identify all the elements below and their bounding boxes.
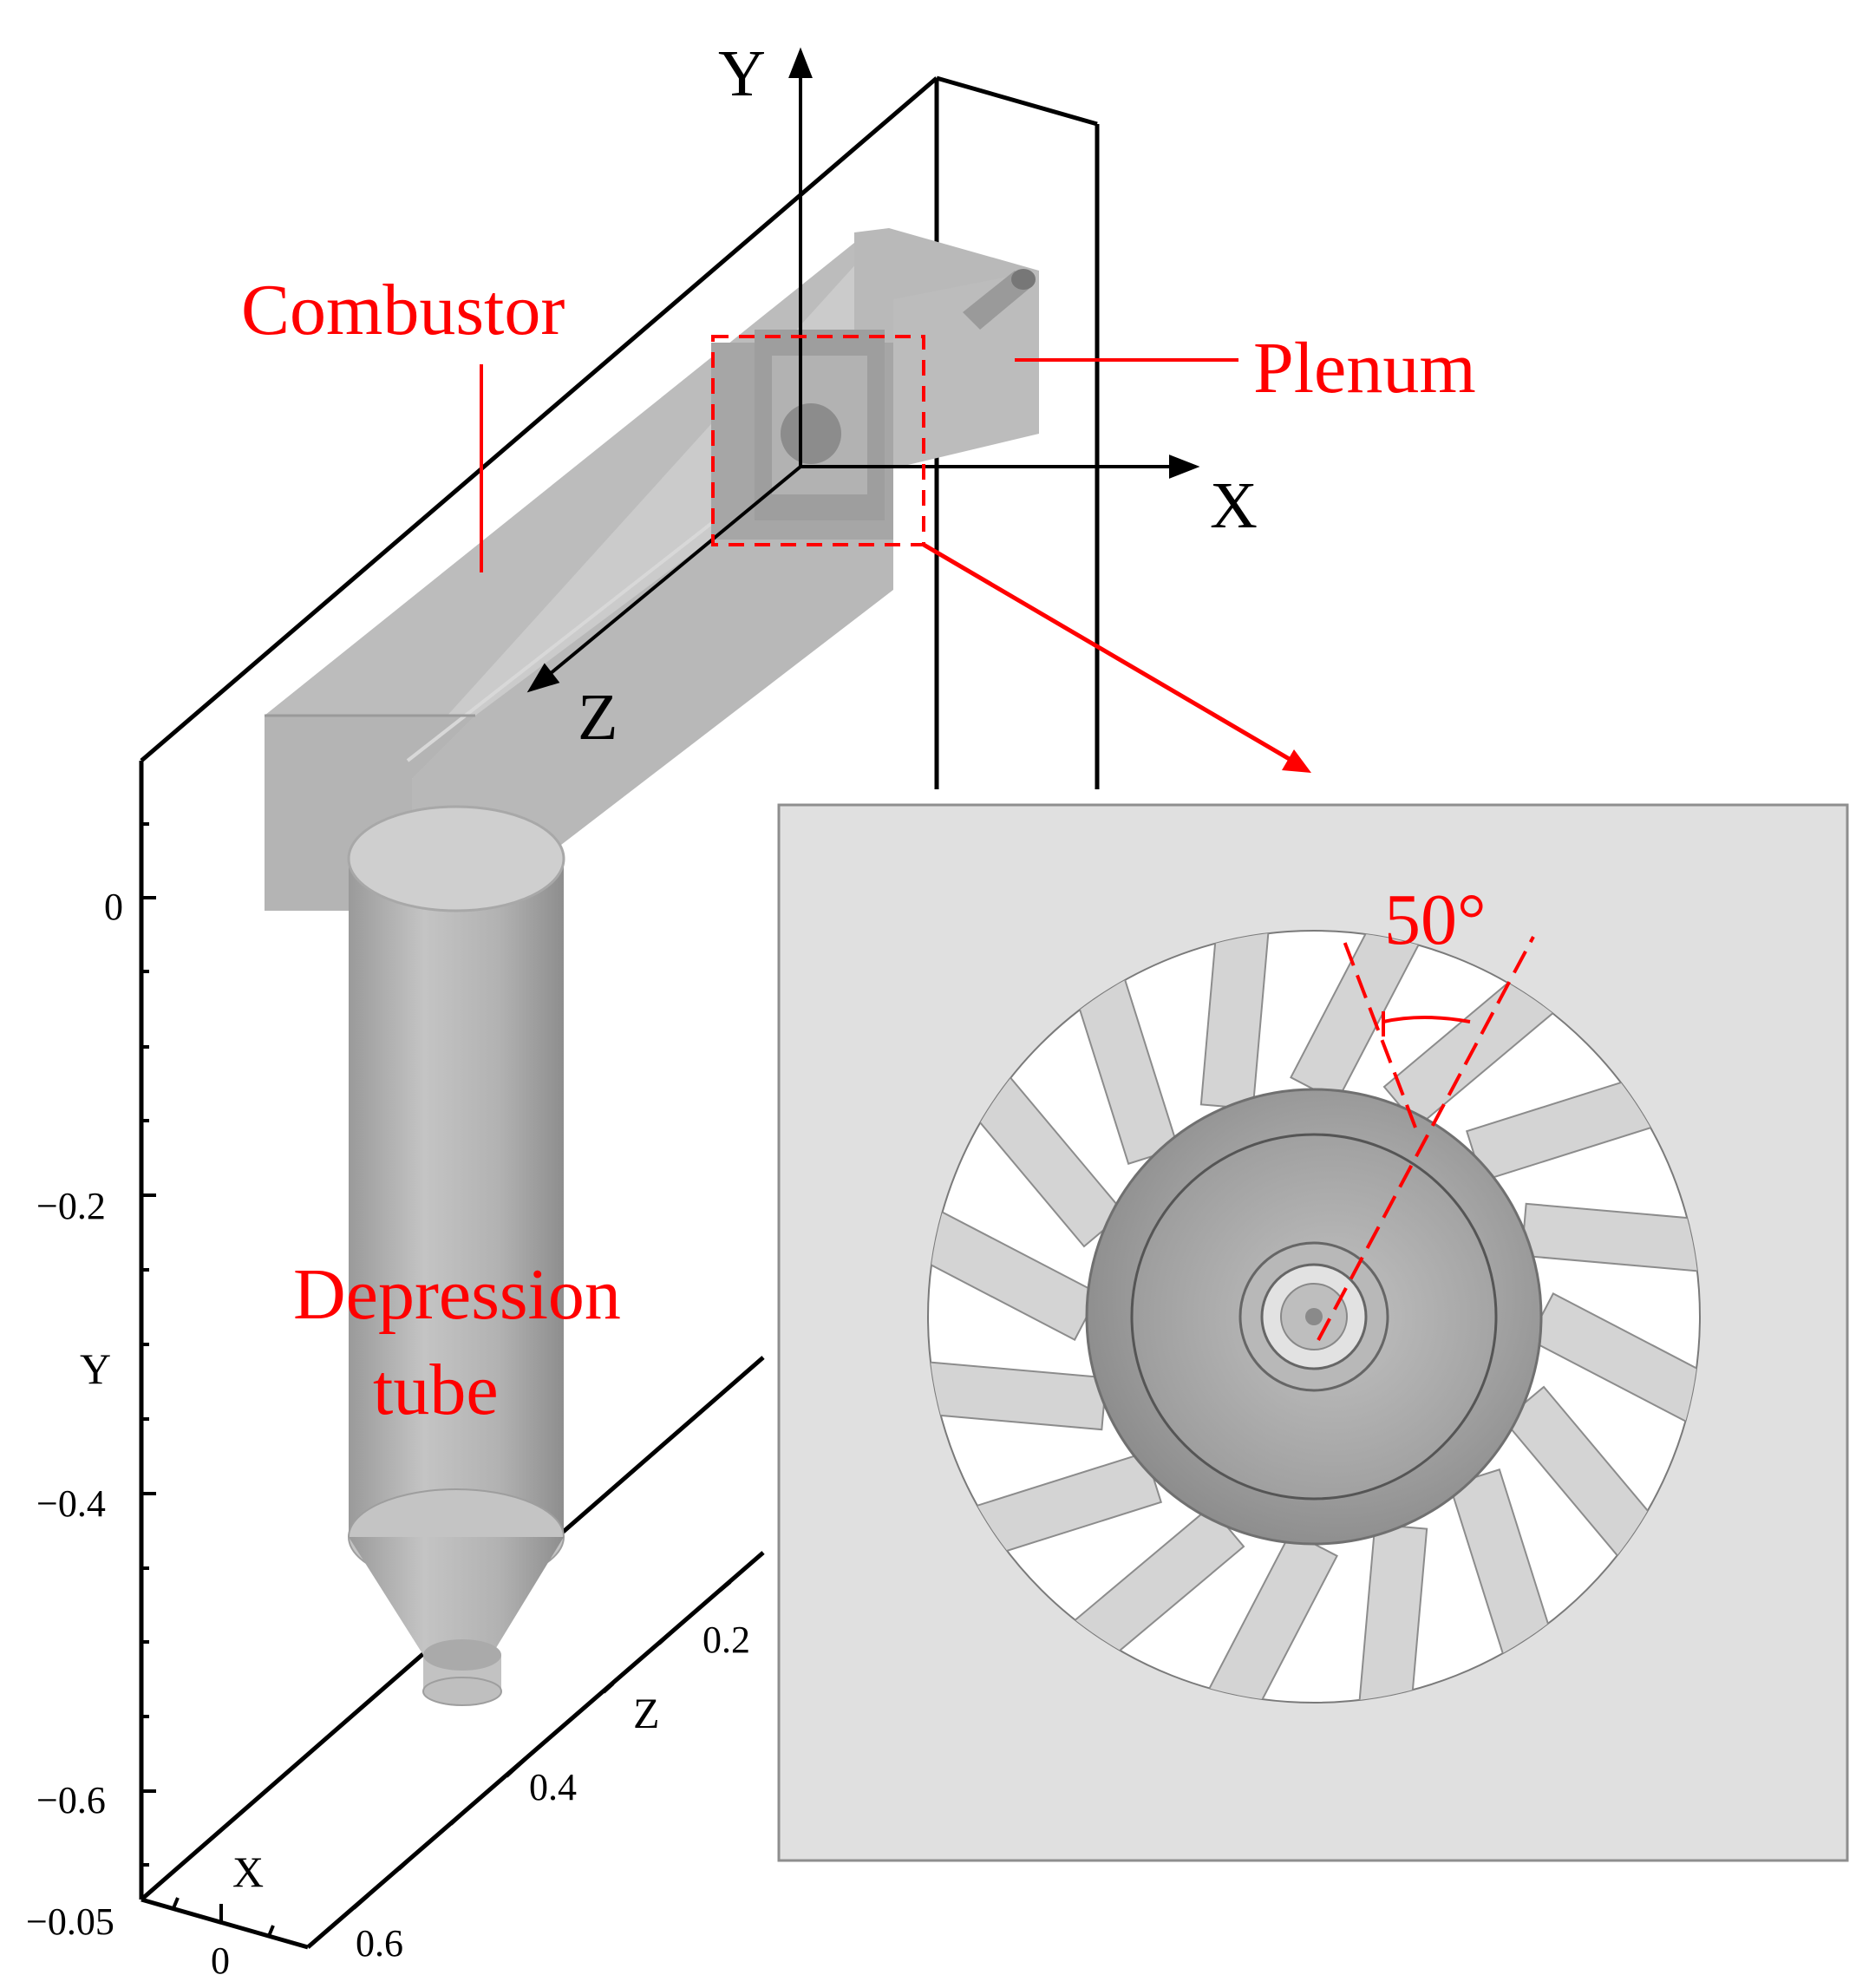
y-axis-title: Y xyxy=(80,1344,111,1393)
swirler-vane xyxy=(1290,931,1452,1103)
coord-label-x: X xyxy=(1210,469,1258,542)
zoom-arrow-line xyxy=(922,542,1298,766)
zoom-region xyxy=(711,335,925,546)
plenum-label: Plenum xyxy=(1253,328,1476,409)
combustor-front-face xyxy=(265,716,475,911)
swirler-vane xyxy=(1199,931,1276,1110)
zoom-arrow-head xyxy=(1282,749,1311,773)
swirler-vane xyxy=(1352,1523,1428,1703)
depression-tube-label-line2: tube xyxy=(373,1350,499,1430)
y-tick-label: −0.6 xyxy=(36,1779,106,1821)
y-tick-label: 0 xyxy=(104,886,123,928)
z-tick-label: 0.6 xyxy=(356,1922,403,1965)
swirl-angle-annotation xyxy=(1317,936,1535,1341)
x-tick-label: 0 xyxy=(211,1939,230,1982)
swirl-angle-arc xyxy=(1382,1016,1471,1023)
x-axis-title: X xyxy=(232,1847,264,1896)
z-axis-ticks xyxy=(352,1580,732,1910)
x-axis-ticks xyxy=(172,1897,275,1937)
y-tick-label: −0.2 xyxy=(36,1185,106,1227)
combustor-label: Combustor xyxy=(241,270,565,350)
swirler-vane xyxy=(1176,1530,1338,1703)
x-tick-label: −0.05 xyxy=(26,1900,114,1943)
y-tick-label: −0.4 xyxy=(36,1482,106,1525)
swirler-inset: 50° xyxy=(777,803,1849,1862)
y-axis-ticks xyxy=(141,822,156,1867)
z-arrow xyxy=(543,465,802,680)
coord-label-y: Y xyxy=(718,37,766,110)
z-tick-label: 0.4 xyxy=(529,1766,577,1808)
fuel-nozzle-hole xyxy=(1305,1308,1323,1325)
swirler-vane xyxy=(928,1355,1108,1431)
coordinate-system xyxy=(526,47,1200,693)
coord-label-z: Z xyxy=(578,681,618,754)
plenum-body xyxy=(711,228,1039,540)
depression-tube-label-line1: Depression xyxy=(293,1254,621,1335)
swirler-vane xyxy=(1520,1202,1700,1278)
depression-tube-body xyxy=(347,805,565,1706)
tube-top-cap xyxy=(347,805,565,912)
swirler-vane xyxy=(928,1179,1101,1341)
z-tick-label: 0.2 xyxy=(703,1619,750,1661)
plenum-side xyxy=(893,271,1039,468)
swirler-vane xyxy=(1527,1292,1700,1455)
z-axis-title: Z xyxy=(633,1689,660,1737)
swirl-angle-label: 50° xyxy=(1384,880,1487,960)
